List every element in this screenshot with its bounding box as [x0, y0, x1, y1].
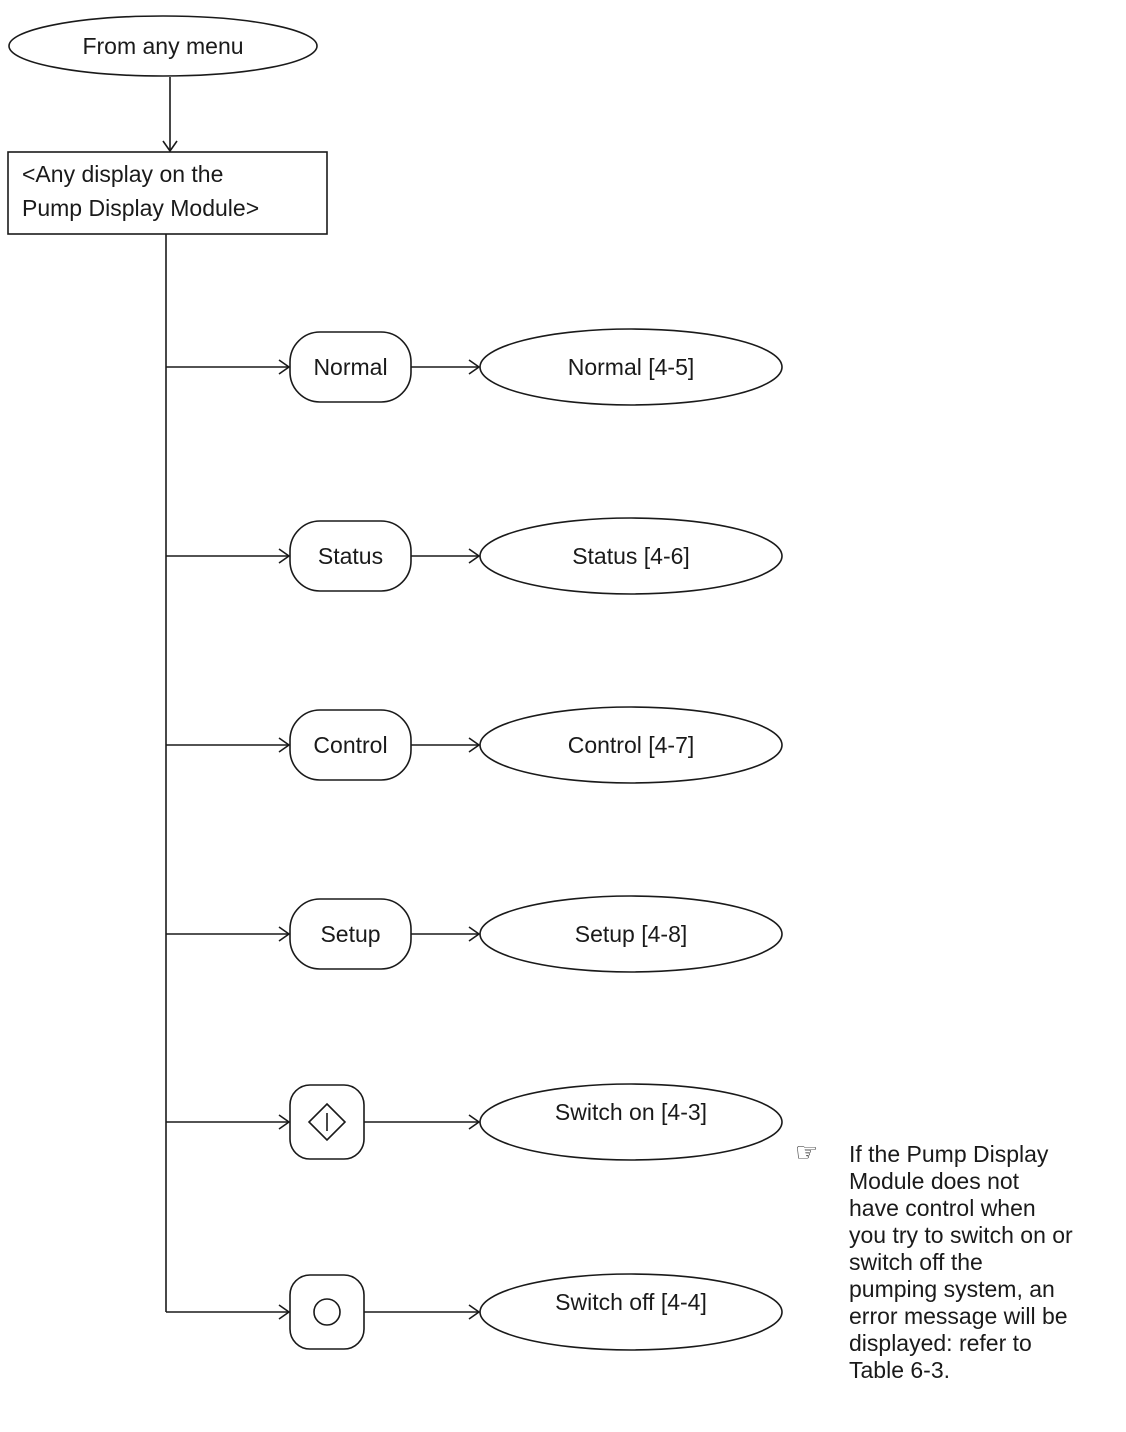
display-box-line-1: <Any display on the [22, 161, 223, 187]
branch-row: Switch off [4-4] [166, 1273, 783, 1351]
branches: Normal Normal [4-5] Status Status [4-6] Cont… [166, 328, 783, 1351]
note-line: error message will be [849, 1303, 1068, 1329]
note-line: pumping system, an [849, 1276, 1055, 1302]
key-label: Control [313, 732, 387, 758]
branch-row: Normal Normal [4-5] [166, 328, 783, 406]
key-button: Control [289, 709, 412, 781]
target-label: Status [4-6] [572, 543, 690, 569]
target-node: Switch on [4-3] [479, 1083, 783, 1161]
target-label: Switch on [4-3] [555, 1099, 707, 1125]
pointing-hand-icon: ☞ [795, 1137, 819, 1167]
note-text: If the Pump Display Module does not have… [849, 1141, 1126, 1384]
target-node: Control [4-7] [479, 706, 783, 784]
key-label: Status [318, 543, 383, 569]
switch-off-circle-icon [313, 1298, 341, 1326]
display-box: <Any display on the Pump Display Module> [7, 151, 328, 235]
branch-row: Control Control [4-7] [166, 706, 783, 784]
target-node: Status [4-6] [479, 517, 783, 595]
switch-on-diamond-icon [307, 1102, 347, 1142]
target-node: Setup [4-8] [479, 895, 783, 973]
target-label: Normal [4-5] [568, 354, 695, 380]
target-label: Control [4-7] [568, 732, 695, 758]
note-line: switch off the [849, 1249, 983, 1275]
branch-row: Switch on [4-3] [166, 1083, 783, 1161]
note-line: have control when [849, 1195, 1036, 1221]
start-node: From any menu [8, 15, 318, 77]
note-line: Table 6-3. [849, 1357, 951, 1383]
note-line: you try to switch on or [849, 1222, 1073, 1248]
key-label: Setup [320, 921, 380, 947]
start-label: From any menu [82, 33, 243, 59]
note-line: displayed: refer to [849, 1330, 1032, 1356]
key-button: Normal [289, 331, 412, 403]
target-label: Setup [4-8] [575, 921, 688, 947]
branch-row: Status Status [4-6] [166, 517, 783, 595]
display-box-line-2: Pump Display Module> [22, 195, 259, 221]
key-button [289, 1084, 365, 1160]
key-button: Setup [289, 898, 412, 970]
key-button: Status [289, 520, 412, 592]
key-label: Normal [313, 354, 387, 380]
target-node: Normal [4-5] [479, 328, 783, 406]
target-label: Switch off [4-4] [555, 1289, 707, 1315]
note-line: Module does not [849, 1168, 1020, 1194]
branch-row: Setup Setup [4-8] [166, 895, 783, 973]
note-line: If the Pump Display [849, 1141, 1049, 1167]
target-node: Switch off [4-4] [479, 1273, 783, 1351]
key-button [289, 1274, 365, 1350]
